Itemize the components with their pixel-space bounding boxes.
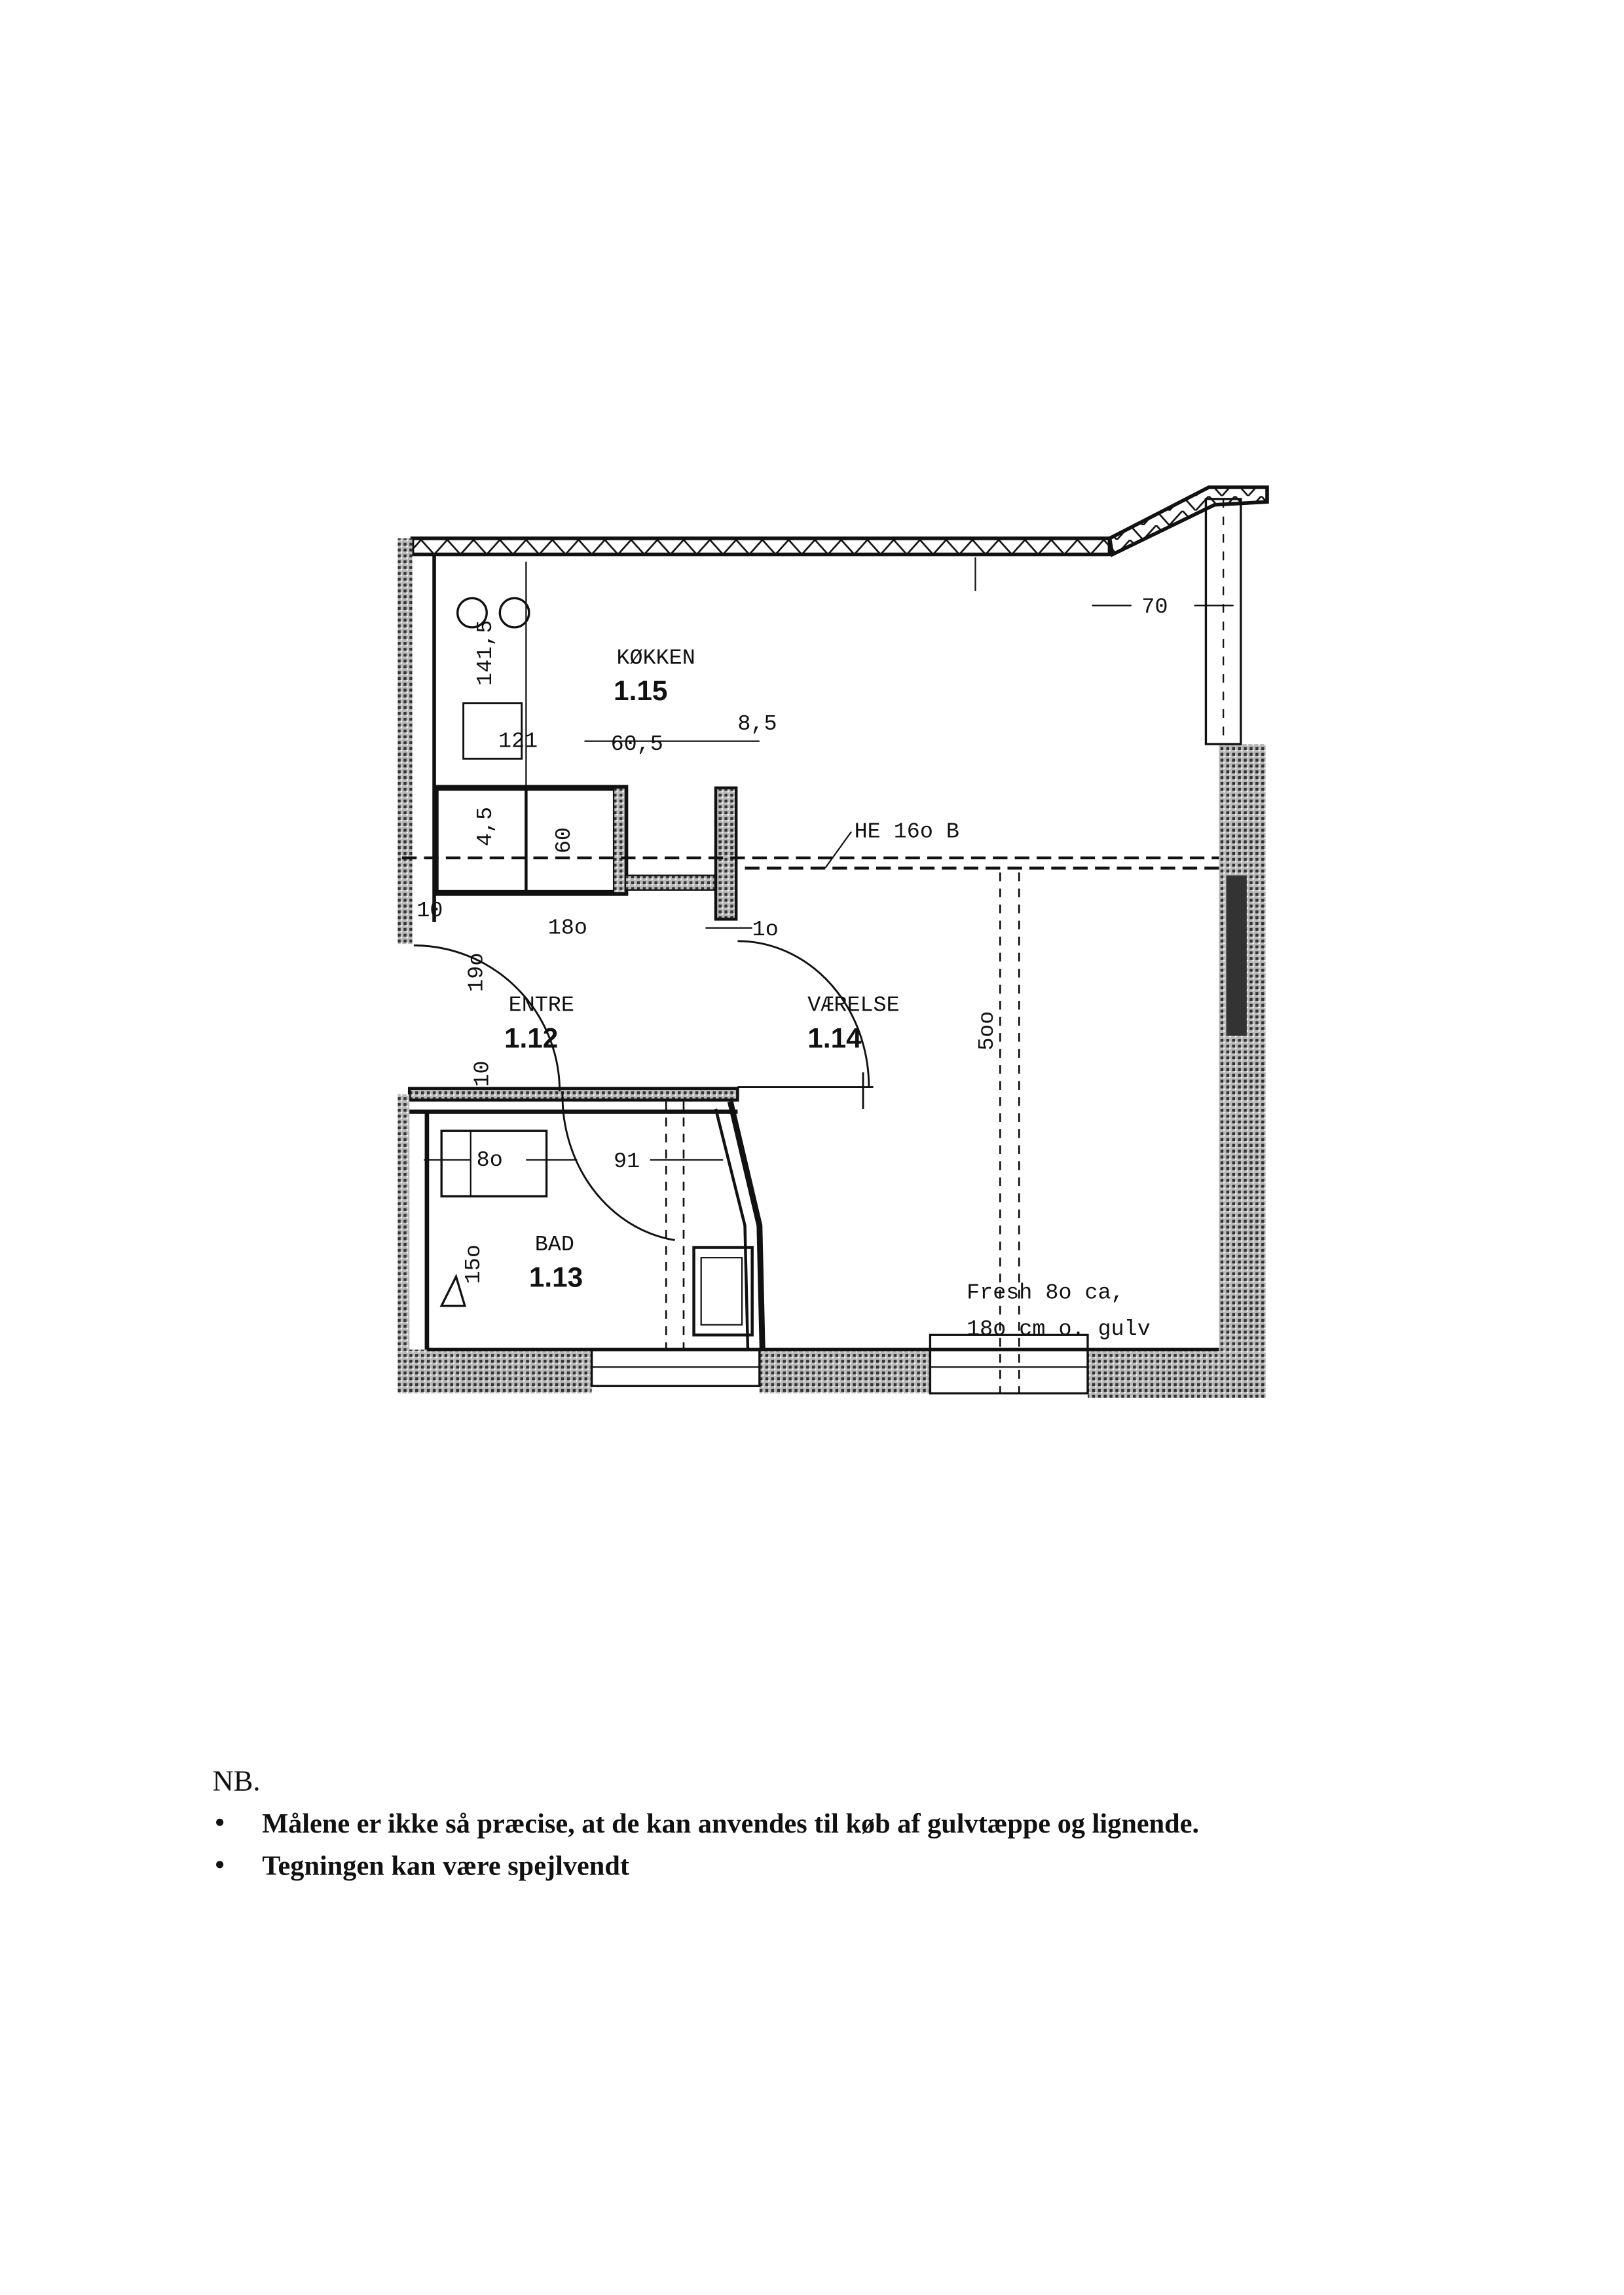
room-name-entre: ENTRE <box>509 994 574 1018</box>
bathroom-walls <box>397 1087 766 1357</box>
closet-outline <box>665 872 1020 1394</box>
dim-label: 10 <box>416 899 443 924</box>
room-name-kitchen: KØKKEN <box>617 646 695 671</box>
dim-label: 5oo <box>975 1011 1000 1051</box>
bullet-icon <box>216 1861 224 1869</box>
room-labels: KØKKEN 1.15 ENTRE 1.12 VÆRELSE 1.14 BAD … <box>504 646 900 1293</box>
room-name-vaerelse: VÆRELSE <box>807 994 899 1018</box>
room-number-entre: 1.12 <box>504 1022 558 1053</box>
sink-icon <box>462 702 523 760</box>
room-number-vaerelse: 1.14 <box>807 1022 862 1053</box>
dim-label: 121 <box>498 730 538 755</box>
dim-label: 60,5 <box>611 732 663 757</box>
room-name-bad: BAD <box>535 1233 574 1258</box>
door-swings <box>413 940 874 1241</box>
kitchen-cabinets <box>432 785 738 921</box>
bottom-wall <box>397 1334 1266 1398</box>
room-number-kitchen: 1.15 <box>614 675 667 706</box>
right-wall <box>1219 744 1266 1398</box>
dim-label: 1o <box>752 918 779 942</box>
top-wall <box>410 485 1269 557</box>
left-wall <box>397 538 413 944</box>
footer-notes: NB. Målene er ikke så præcise, at de kan… <box>212 1764 1199 1881</box>
floor-plan <box>397 485 1269 1398</box>
bathtub-icon <box>440 1129 548 1198</box>
room-number-bad: 1.13 <box>529 1262 583 1293</box>
dim-label: 18o <box>548 916 587 941</box>
beam-label: HE 16o B <box>855 820 959 845</box>
dim-label: 60 <box>552 827 577 853</box>
dimension-lines <box>424 605 1234 1161</box>
dim-label: 91 <box>614 1149 640 1174</box>
dim-label: 19o <box>465 953 490 992</box>
dim-label: 15o <box>462 1244 487 1284</box>
bullet-icon <box>216 1818 224 1826</box>
dim-label: 10 <box>470 1060 495 1087</box>
dim-label: 8,5 <box>737 712 777 737</box>
dim-label: 70 <box>1141 595 1168 620</box>
toilet-icon <box>692 1246 754 1337</box>
dim-label: 8o <box>477 1148 503 1173</box>
notes-heading: NB. <box>212 1764 260 1797</box>
beam-line <box>402 856 1219 870</box>
dimension-labels: 141,5 121 60,5 8,5 70 HE 16o B 4,5 60 10… <box>416 595 1168 1343</box>
plan-note: Fresh 8o ca, <box>967 1281 1124 1306</box>
stove-icon <box>456 597 488 629</box>
dim-label: 141,5 <box>473 620 498 686</box>
window <box>929 1334 1089 1395</box>
note-bullet: Målene er ikke så præcise, at de kan anv… <box>262 1808 1199 1839</box>
note-bullet: Tegningen kan være spejlvendt <box>262 1850 629 1881</box>
plan-note: 18o cm o. gulv <box>967 1317 1151 1342</box>
dim-label: 4,5 <box>473 807 498 846</box>
stove-icon <box>498 597 530 629</box>
